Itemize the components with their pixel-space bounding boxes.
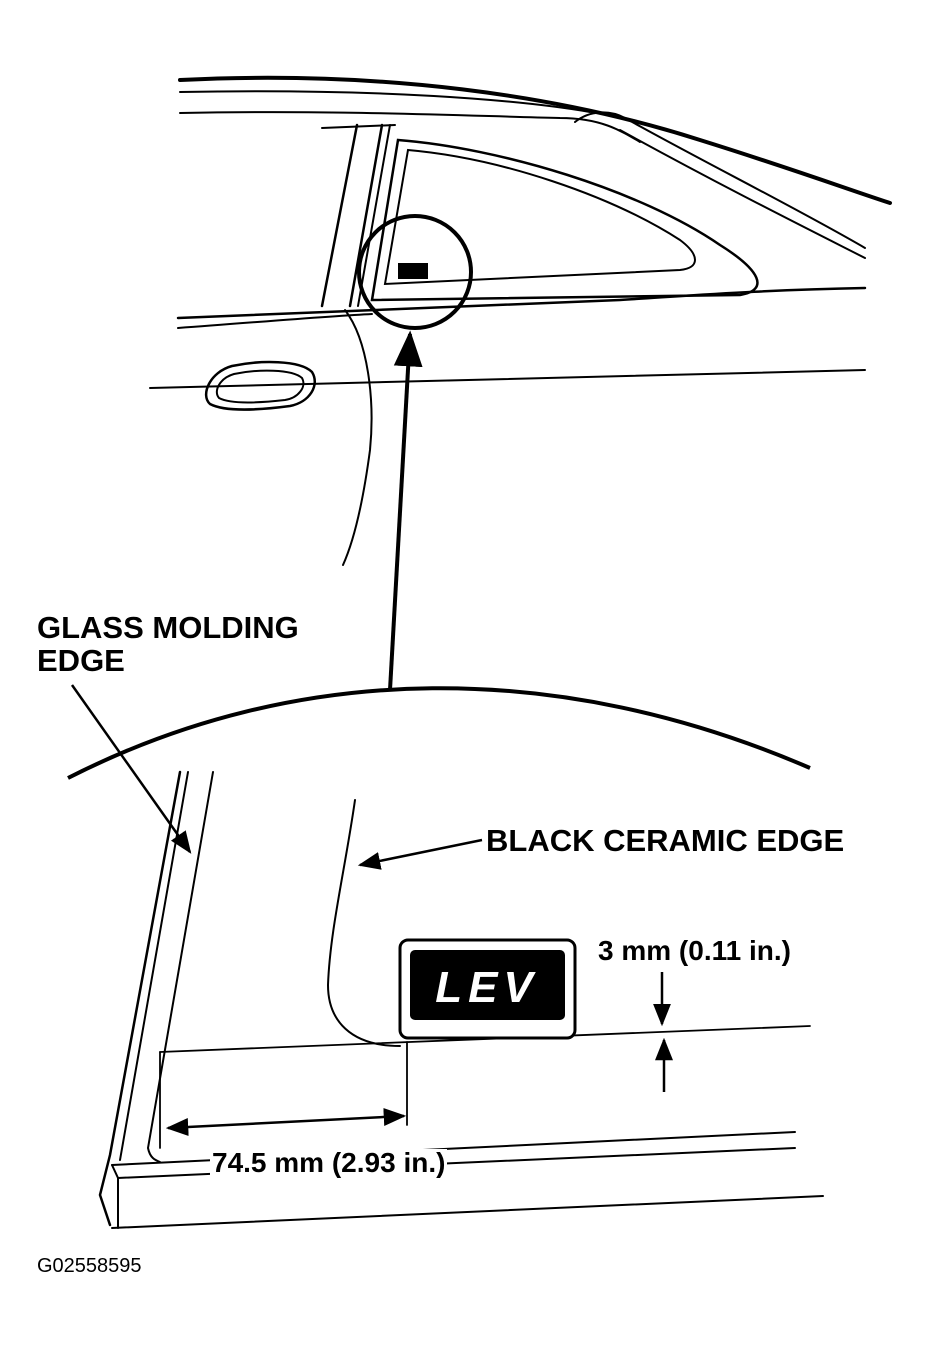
lev-decal: LEV <box>398 938 577 1040</box>
quarter-window-glass <box>383 148 696 286</box>
b-pillar-rear <box>357 124 391 307</box>
roof-channel <box>574 111 866 249</box>
ceramic-edge-arrow <box>357 838 483 870</box>
door-handle <box>204 360 316 411</box>
glass-molding-arrow <box>70 684 192 854</box>
car-side-view <box>149 75 892 566</box>
horizontal-dimension-label: 74.5 mm (2.93 in.) <box>210 1147 448 1178</box>
glass-molding-label-line2: EDGE <box>37 643 125 678</box>
molding-edge-mid <box>119 771 189 1161</box>
sill-line-3 <box>111 1195 824 1229</box>
lev-decal-text: LEV <box>435 963 539 1012</box>
detail-circle <box>357 214 473 330</box>
door-edge <box>342 309 373 566</box>
decal-location-mark <box>398 263 428 279</box>
sill-corner <box>111 1164 119 1229</box>
door-handle-inner <box>215 369 305 404</box>
detail-arrow <box>388 330 423 691</box>
character-line <box>149 369 866 389</box>
belt-line-2 <box>177 313 373 329</box>
black-ceramic-edge-label: BLACK CERAMIC EDGE <box>486 823 845 858</box>
roof-channel-2 <box>619 129 866 259</box>
belt-line <box>176 286 867 320</box>
ceramic-edge-line <box>326 799 401 1047</box>
b-pillar-mid <box>348 123 384 308</box>
roof-drip-line <box>179 111 641 143</box>
vertical-dimension <box>653 972 673 1092</box>
horizontal-dim-arrow <box>165 1108 407 1136</box>
molding-edge-inner <box>146 771 214 1163</box>
detail-boundary-arc <box>67 686 811 780</box>
figure-id: G02558595 <box>37 1255 142 1277</box>
quarter-window-frame <box>370 138 759 302</box>
molding-edge-outer <box>98 770 182 1227</box>
vertical-dimension-label: 3 mm (0.11 in.) <box>598 935 791 966</box>
lev-decal-inner <box>410 950 565 1020</box>
roof-inner-line <box>179 90 591 113</box>
glass-molding-label-line1: GLASS MOLDING <box>37 610 299 645</box>
roof-line <box>178 75 892 205</box>
b-pillar-top <box>321 124 396 129</box>
b-pillar-front <box>320 123 359 308</box>
